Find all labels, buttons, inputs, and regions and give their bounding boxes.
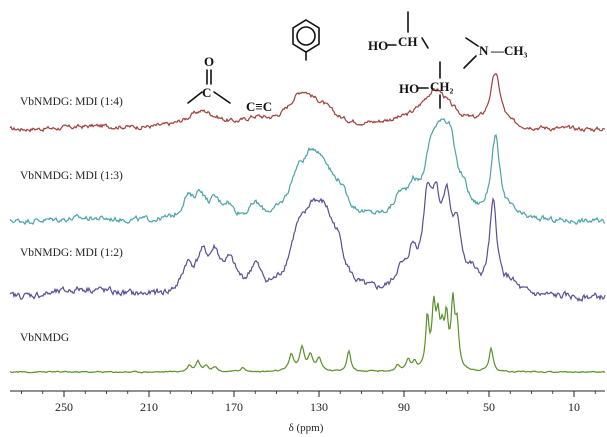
x-tick-label-250: 250 (55, 400, 73, 414)
spectra-group (9, 72, 606, 374)
hydroxyl-label-1: HO (368, 38, 388, 53)
carbonyl-left-bond (187, 91, 203, 104)
carbonyl-carbon: C (202, 85, 211, 100)
series-label-3: VbNMDG: MDI (1:2) (20, 247, 123, 259)
series-labels: VbNMDG: MDI (1:4) VbNMDG: MDI (1:3) VbNMDG… (20, 96, 123, 344)
series-label-4: VbNMDG (20, 332, 69, 344)
x-tick-label-170: 170 (225, 400, 243, 414)
x-axis-title: δ (ppm) (289, 422, 324, 434)
spectrum-line-1 (9, 72, 606, 133)
x-tick-label-50: 50 (483, 400, 495, 414)
amine-upper-left-bond (465, 37, 479, 47)
alkyne-annotation: C≡C (246, 99, 272, 114)
spectrum-line-3 (9, 180, 606, 303)
x-tick-label-210: 210 (140, 400, 158, 414)
carbonyl-oxygen: O (204, 54, 214, 69)
methyl-group: —CH₃ (490, 43, 528, 58)
amine-nitrogen: N (479, 43, 489, 58)
x-tick-label-130: 130 (310, 400, 328, 414)
hydroxyl-ch-structure: HO CH (368, 11, 429, 53)
series-label-2: VbNMDG: MDI (1:3) (20, 170, 123, 182)
hydroxyl-label-2: HO (399, 81, 419, 96)
x-tick-label-10: 10 (568, 400, 580, 414)
carbonyl-structure: O C (187, 54, 231, 104)
ch-group: CH (398, 34, 418, 49)
spectrum-line-2 (9, 118, 606, 226)
x-tick-label-90: 90 (398, 400, 410, 414)
ch-right-bond (421, 37, 429, 49)
benzene-structure (292, 19, 320, 61)
carbonyl-right-bond (213, 91, 231, 104)
benzene-inner-circle (296, 26, 316, 46)
x-axis: 250 210 170 130 90 50 10 δ (ppm) (10, 390, 605, 434)
amine-structure: N —CH₃ (463, 37, 528, 69)
amine-lower-bond (463, 55, 477, 69)
ch2-group: CH₂ (430, 79, 454, 94)
x-axis-ticks: 250 210 170 130 90 50 10 (21, 391, 596, 414)
hydroxyl-ch2-structure: HO CH₂ (399, 61, 454, 109)
series-label-1: VbNMDG: MDI (1:4) (20, 96, 123, 108)
spectrum-line-4 (9, 292, 606, 374)
